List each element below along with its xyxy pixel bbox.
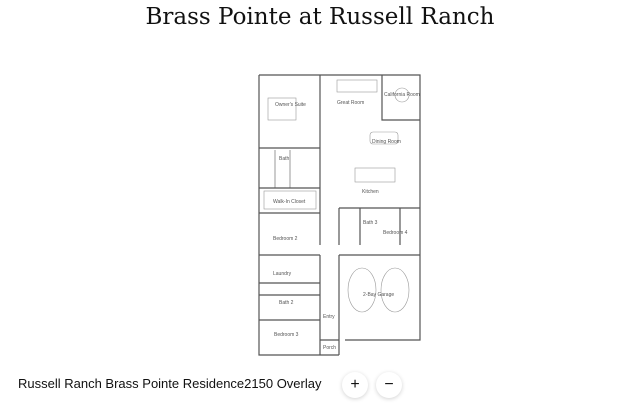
room-label-owners-suite: Owner's Suite: [275, 102, 306, 108]
floor-plan-walls: [258, 74, 421, 356]
room-label-garage: 2-Bay Garage: [363, 292, 394, 298]
room-label-bedroom-2: Bedroom 2: [273, 236, 298, 242]
room-label-bath-3: Bath 3: [363, 220, 378, 226]
floor-plan-caption: Russell Ranch Brass Pointe Residence2150…: [18, 376, 322, 391]
room-label-california-room: California Room: [384, 92, 420, 98]
floor-plan-furniture: [263, 79, 410, 313]
room-label-walk-in-closet: Walk-In Closet: [273, 199, 306, 205]
room-label-bedroom-3: Bedroom 3: [274, 332, 299, 338]
room-label-bath-2: Bath 2: [279, 300, 294, 306]
page-title: Brass Pointe at Russell Ranch: [145, 4, 495, 30]
zoom-out-button[interactable]: −: [376, 372, 402, 398]
zoom-in-button[interactable]: +: [342, 372, 368, 398]
room-label-kitchen: Kitchen: [362, 189, 379, 195]
room-label-laundry: Laundry: [273, 271, 292, 277]
room-label-porch: Porch: [323, 345, 336, 351]
floor-plan: Owner's Suite Great Room California Room…: [258, 74, 421, 356]
room-label-bath: Bath: [279, 156, 290, 162]
room-label-bedroom-4: Bedroom 4: [383, 230, 408, 236]
room-label-dining-room: Dining Room: [372, 139, 401, 145]
room-label-great-room: Great Room: [337, 100, 364, 106]
room-label-entry: Entry: [323, 314, 335, 320]
